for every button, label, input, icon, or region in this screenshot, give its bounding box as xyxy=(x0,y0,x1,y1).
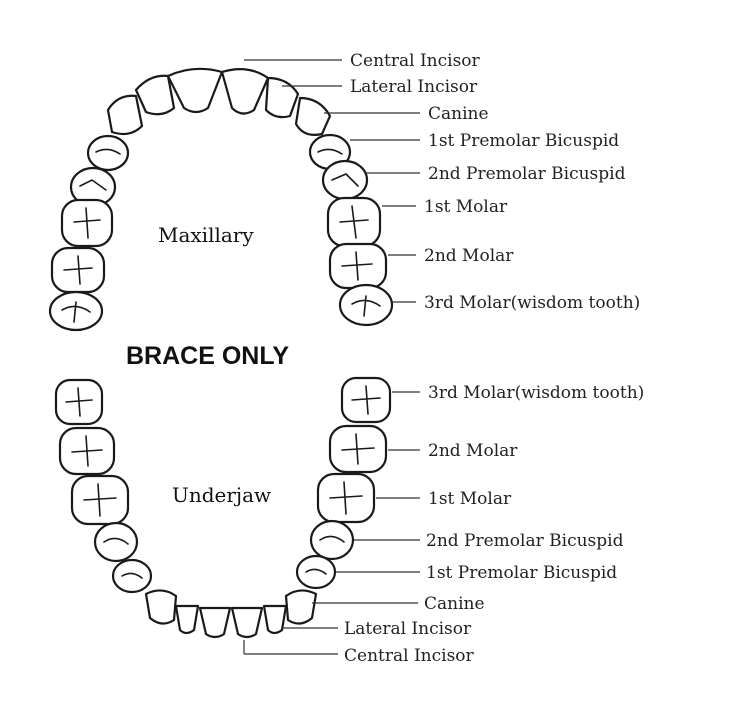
lower-1st-premolar-right-groove xyxy=(305,568,327,575)
upper-leader-lines xyxy=(244,59,420,303)
label-lower-1st-premolar: 1st Premolar Bicuspid xyxy=(426,563,617,583)
upper-1st-molar-left-groove xyxy=(73,207,101,239)
lower-1st-molar-right-groove xyxy=(329,481,363,515)
lower-1st-molar-right xyxy=(316,472,376,524)
upper-canine-right xyxy=(294,96,332,136)
lower-3rd-molar-left-groove xyxy=(65,387,93,417)
label-upper-canine: Canine xyxy=(428,104,489,124)
label-lower-canine: Canine xyxy=(424,594,485,614)
label-lower-2nd-premolar: 2nd Premolar Bicuspid xyxy=(426,531,624,551)
upper-2nd-molar-right-groove xyxy=(341,251,373,281)
upper-1st-premolar-right-groove xyxy=(317,148,343,155)
lower-3rd-molar-right xyxy=(340,376,392,424)
lower-2nd-molar-right-groove xyxy=(341,433,375,465)
upper-central-incisor-left xyxy=(166,67,224,114)
upper-1st-premolar-left xyxy=(86,134,130,172)
upper-arch-name: Maxillary xyxy=(158,223,254,247)
upper-lateral-incisor-left xyxy=(134,74,176,116)
label-lower-3rd-molar: 3rd Molar(wisdom tooth) xyxy=(428,383,644,403)
lower-2nd-premolar-right xyxy=(309,519,355,561)
lower-canine-right xyxy=(284,589,318,625)
lower-central-incisor-right xyxy=(230,606,264,639)
upper-2nd-molar-left-groove xyxy=(63,255,93,285)
upper-2nd-molar-left xyxy=(50,246,106,294)
lower-lateral-incisor-left xyxy=(174,604,200,635)
upper-1st-premolar-left-groove xyxy=(95,148,121,155)
label-upper-1st-premolar: 1st Premolar Bicuspid xyxy=(428,131,619,151)
label-lower-2nd-molar: 2nd Molar xyxy=(428,441,518,461)
upper-1st-molar-right-groove xyxy=(339,205,369,239)
label-upper-2nd-premolar: 2nd Premolar Bicuspid xyxy=(428,164,626,184)
label-upper-3rd-molar: 3rd Molar(wisdom tooth) xyxy=(424,293,640,313)
label-upper-1st-molar: 1st Molar xyxy=(424,197,508,217)
upper-central-incisor-right xyxy=(220,67,270,115)
lower-lateral-incisor-right xyxy=(262,604,288,635)
upper-2nd-premolar-right xyxy=(321,159,369,201)
upper-3rd-molar-right xyxy=(338,283,394,327)
lower-leader-lines xyxy=(243,391,420,655)
lower-arch xyxy=(54,376,392,639)
upper-arch xyxy=(48,67,394,332)
upper-3rd-molar-left xyxy=(48,290,104,332)
lower-2nd-molar-left-groove xyxy=(71,435,103,467)
label-upper-lateral-incisor: Lateral Incisor xyxy=(350,77,478,97)
lower-1st-molar-left xyxy=(70,474,130,526)
upper-3rd-molar-right-groove xyxy=(351,295,381,317)
lower-2nd-premolar-right-groove xyxy=(319,535,345,543)
lower-1st-molar-left-groove xyxy=(83,483,117,517)
upper-2nd-premolar-right-groove xyxy=(331,173,359,187)
lower-1st-premolar-left-groove xyxy=(121,572,143,579)
label-lower-lateral-incisor: Lateral Incisor xyxy=(344,619,472,639)
label-upper-central-incisor: Central Incisor xyxy=(350,51,481,71)
label-upper-2nd-molar: 2nd Molar xyxy=(424,246,514,266)
lower-2nd-premolar-left-groove xyxy=(103,537,129,545)
lower-1st-premolar-left xyxy=(111,558,153,594)
label-lower-central-incisor: Central Incisor xyxy=(344,646,475,666)
lower-2nd-premolar-left xyxy=(93,521,139,563)
upper-2nd-premolar-left-groove xyxy=(79,179,107,191)
label-lower-1st-molar: 1st Molar xyxy=(428,489,512,509)
lower-3rd-molar-right-groove xyxy=(351,385,381,415)
lower-canine-left xyxy=(144,589,178,625)
upper-2nd-molar-right xyxy=(328,242,388,290)
banner-text: BRACE ONLY xyxy=(126,342,289,370)
upper-3rd-molar-left-groove xyxy=(61,301,91,323)
lower-1st-premolar-right xyxy=(295,554,337,590)
lower-arch-name: Underjaw xyxy=(172,483,271,507)
upper-canine-left xyxy=(106,94,144,136)
upper-lateral-incisor-right xyxy=(264,76,300,119)
upper-labels: Central Incisor Lateral Incisor Canine 1… xyxy=(350,51,640,313)
lower-labels: 3rd Molar(wisdom tooth) 2nd Molar 1st Mo… xyxy=(344,383,644,666)
lower-central-incisor-left xyxy=(198,606,232,639)
